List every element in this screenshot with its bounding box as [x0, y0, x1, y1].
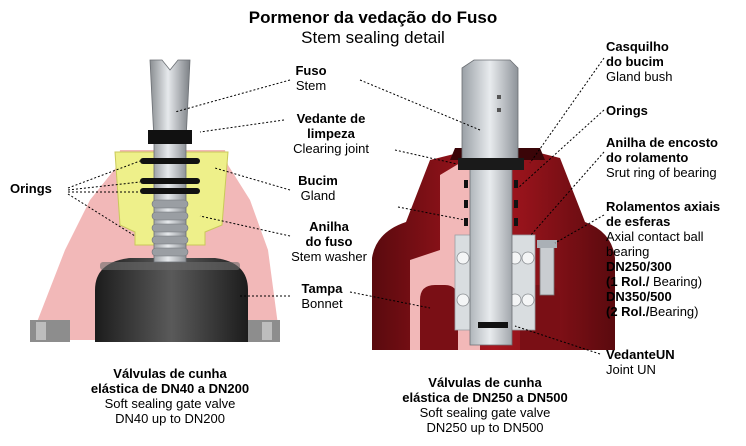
label-orings-right: Orings [606, 103, 648, 118]
label-vedante-un: VedanteUN Joint UN [606, 347, 675, 377]
right-stem [461, 59, 519, 346]
page-title: Pormenor da vedação do Fuso [248, 8, 498, 27]
label-bucim: Bucim Gland [298, 173, 338, 203]
left-bonnet [95, 258, 248, 342]
page-subtitle: Stem sealing detail [301, 28, 445, 47]
caption-left: Válvulas de cunha elástica de DN40 a DN2… [90, 366, 250, 426]
label-tampa: Tampa Bonnet [301, 281, 343, 311]
label-rolamentos: Rolamentos axiais de esferas Axial conta… [606, 199, 721, 319]
label-vedante-limpeza: Vedante de limpeza Clearing joint [293, 111, 369, 156]
right-valve-illustration [372, 59, 615, 350]
left-valve-illustration [30, 59, 280, 342]
label-fuso: Fuso Stem [295, 63, 327, 93]
label-orings-left: Orings [10, 181, 52, 196]
label-casquilho: Casquilho do bucim Gland bush [606, 39, 673, 84]
leader-lines [67, 57, 605, 355]
caption-right: Válvulas de cunha elástica de DN250 a DN… [402, 375, 568, 435]
label-anilha-encosto: Anilha de encosto do rolamento Srut ring… [606, 135, 718, 180]
label-anilha-fuso: Anilha do fuso Stem washer [291, 219, 367, 264]
